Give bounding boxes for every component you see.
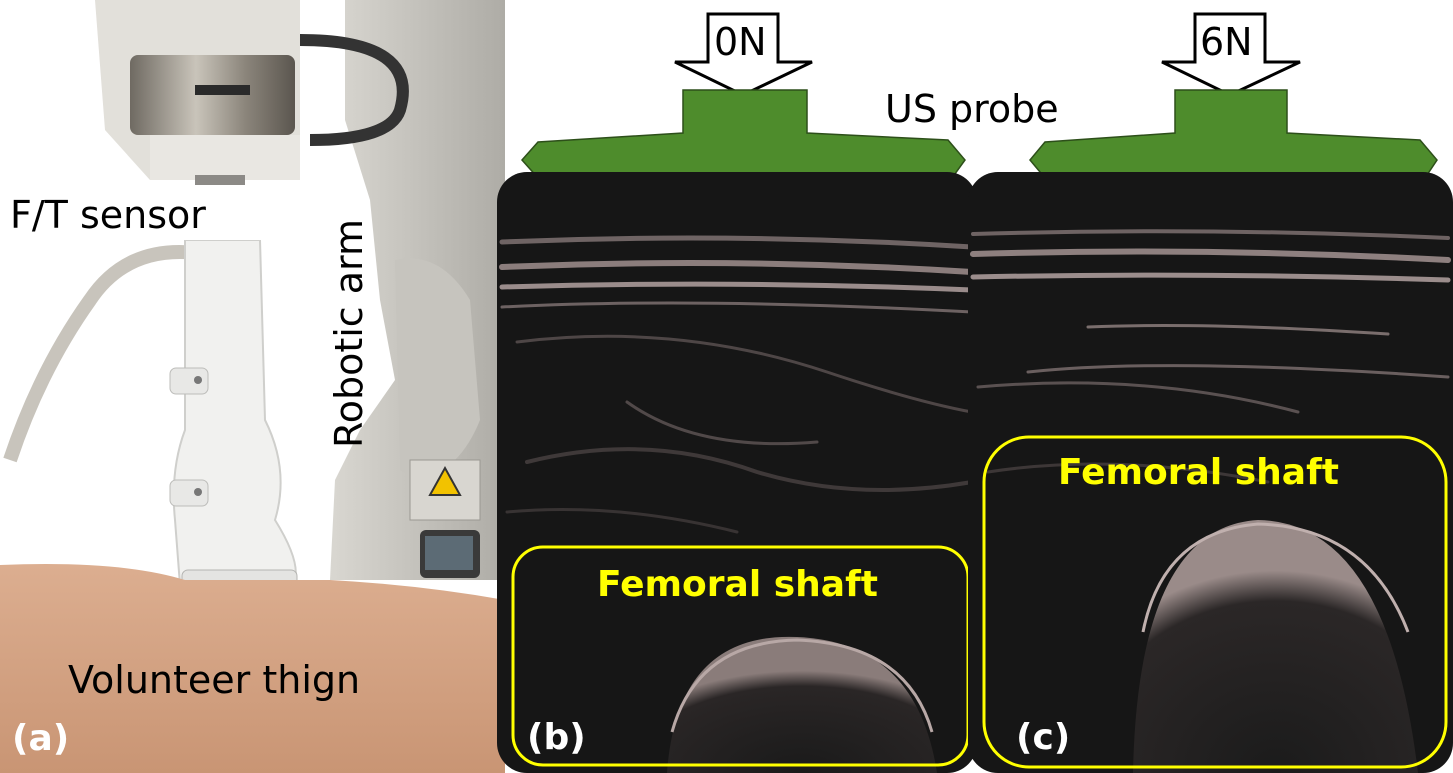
panel-b-label: (b) — [527, 717, 586, 758]
femoral-shaft-label-c: Femoral shaft — [1058, 452, 1339, 493]
volunteer-thigh-label: Volunteer thign — [68, 658, 360, 702]
panel-c-label: (c) — [1016, 717, 1070, 758]
ultrasound-image-6n: Femoral shaft (c) — [968, 172, 1453, 773]
panel-a-label: (a) — [12, 718, 69, 759]
force-label-b: 0N — [714, 20, 767, 64]
force-arrow-c: 6N — [1161, 12, 1301, 97]
force-arrow-b: 0N — [674, 12, 813, 97]
tissue-layers-b — [499, 235, 975, 534]
ft-sensor-label: F/T sensor — [10, 193, 206, 237]
probe-cable — [3, 245, 212, 463]
robot-probe-photo: F/T sensor Robotic arm Volunteer thign (… — [0, 0, 505, 773]
ft-sensor-hardware — [95, 0, 409, 195]
femoral-shaft-label-b: Femoral shaft — [597, 564, 878, 605]
tissue-layers-c — [970, 229, 1451, 484]
robotic-arm-label: Robotic arm — [327, 219, 371, 448]
volunteer-thigh-skin — [0, 564, 505, 773]
femoral-shaft-box-c — [982, 435, 1448, 769]
ultrasound-image-0n: Femoral shaft (b) — [497, 172, 977, 773]
femoral-bone-c — [1133, 520, 1418, 773]
probe-diagram: 0N 6N US probe — [520, 12, 1438, 179]
probe-holder — [169, 239, 298, 626]
force-label-c: 6N — [1200, 20, 1253, 64]
us-probe-c — [1029, 89, 1438, 179]
femoral-bone-b — [667, 636, 937, 773]
robotic-arm-body — [330, 0, 505, 580]
us-probe-label: US probe — [885, 87, 1059, 131]
